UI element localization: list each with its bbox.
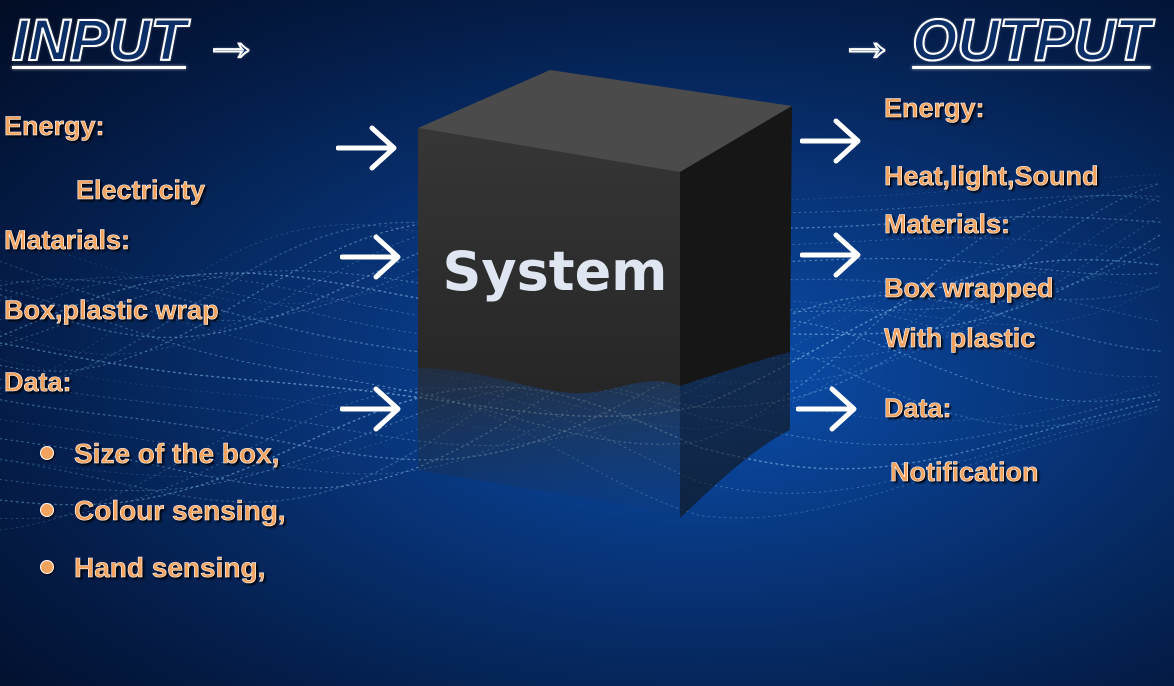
wave-strand	[0, 385, 1161, 492]
bullet-dot-icon	[40, 560, 54, 574]
output-data-label: Data:	[884, 393, 952, 424]
output-materials-arrow-icon	[800, 232, 861, 278]
output-data-arrow-icon	[796, 386, 857, 432]
input-energy-value: Electricity	[76, 175, 206, 206]
output-materials-label: Materials:	[884, 209, 1011, 240]
wave-strand	[0, 194, 1161, 445]
output-heading: → OUTPUT	[837, 7, 1152, 74]
wave-strand	[0, 215, 1161, 359]
wave-strand	[0, 283, 1161, 447]
input-materials-arrow-icon	[340, 234, 401, 280]
wave-strand	[0, 217, 1161, 355]
input-energy-arrow-icon	[336, 125, 397, 171]
input-materials-value: Box,plastic wrap	[4, 295, 219, 326]
output-heading-arrow-icon: →	[837, 7, 897, 74]
input-energy-label: Energy:	[4, 111, 105, 142]
input-data-item: Hand sensing,	[38, 550, 286, 607]
system-cube	[418, 70, 792, 518]
input-data-label: Data:	[4, 367, 72, 398]
input-data-item-text: Size of the box,	[74, 438, 280, 470]
input-materials-label: Matarials:	[4, 225, 131, 256]
input-data-arrow-icon	[340, 386, 401, 432]
input-data-list: Size of the box, Colour sensing, Hand se…	[38, 436, 286, 607]
wave-strand	[0, 383, 1161, 477]
bullet-dot-icon	[40, 446, 54, 460]
output-energy-value: Heat,light,Sound	[884, 161, 1099, 192]
wave-strand	[0, 388, 1161, 531]
input-heading: INPUT →	[11, 7, 261, 74]
output-materials-value-line1: Box wrapped	[884, 273, 1054, 304]
wave-strand	[0, 224, 1161, 395]
output-heading-text: OUTPUT	[911, 7, 1151, 74]
bullet-dot-icon	[40, 503, 54, 517]
system-label: System	[442, 240, 668, 303]
input-heading-arrow-icon: →	[201, 7, 261, 74]
input-data-item: Colour sensing,	[38, 493, 286, 550]
input-data-item-text: Colour sensing,	[74, 495, 286, 527]
input-heading-text: INPUT	[11, 7, 187, 74]
output-materials-value-line2: With plastic	[884, 323, 1036, 354]
output-energy-arrow-icon	[800, 118, 861, 164]
wave-strand	[0, 214, 1161, 339]
input-data-item: Size of the box,	[38, 436, 286, 493]
output-energy-label: Energy:	[884, 93, 985, 124]
output-data-value: Notification	[890, 457, 1039, 488]
input-data-item-text: Hand sensing,	[74, 552, 266, 584]
